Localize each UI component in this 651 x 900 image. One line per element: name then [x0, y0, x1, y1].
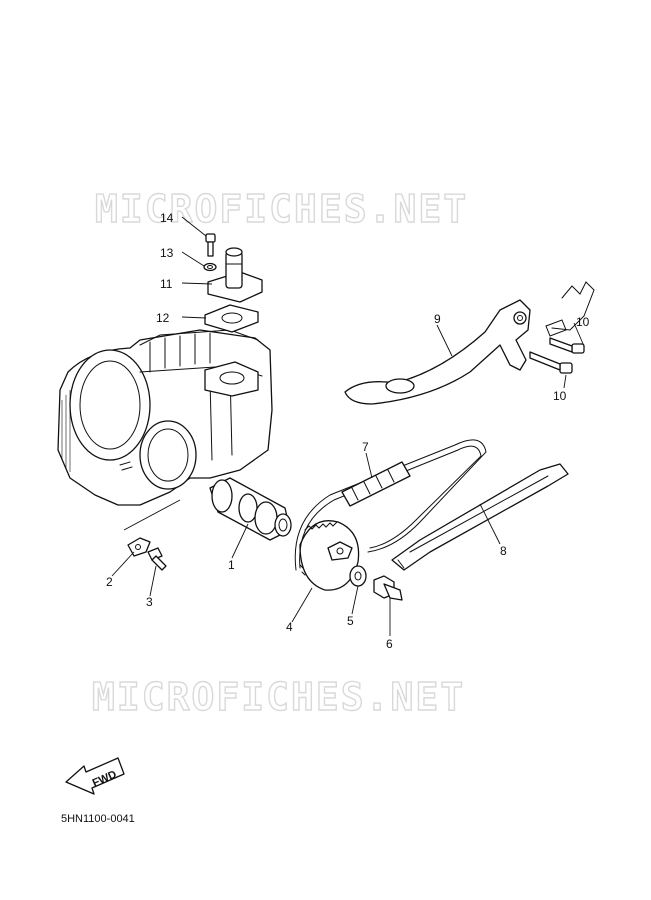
washer-5	[349, 565, 367, 587]
bolt-6	[373, 575, 403, 601]
callout-1: 1	[228, 558, 235, 572]
camshaft	[209, 477, 292, 541]
plate-2	[123, 499, 181, 557]
watermark-bottom: MICROFICHES.NET	[92, 675, 465, 719]
callout-10-upper: 10	[576, 315, 590, 329]
screw-3	[147, 547, 167, 571]
callout-10-lower: 10	[553, 389, 567, 403]
callout-13: 13	[160, 246, 174, 260]
bolt-14	[205, 233, 216, 257]
callout-14: 14	[160, 211, 174, 225]
callout-12: 12	[156, 311, 170, 325]
tensioner-guide	[344, 299, 531, 405]
diagram-code: 5HN1100-0041	[61, 813, 135, 825]
callout-7: 7	[362, 440, 369, 454]
callout-2: 2	[106, 575, 113, 589]
bolt-10-upper	[549, 337, 585, 354]
callout-4: 4	[286, 620, 293, 634]
callout-6: 6	[386, 637, 393, 651]
bracket	[545, 281, 595, 337]
callout-9: 9	[434, 312, 441, 326]
cam-sprocket	[299, 520, 360, 591]
chain-guide	[391, 463, 569, 571]
leader-lines	[111, 216, 585, 636]
tensioner-assembly	[207, 247, 263, 303]
bolt-10-lower	[529, 351, 573, 374]
fwd-arrow-icon: FWD	[65, 757, 125, 795]
cam-chain	[294, 439, 487, 571]
callout-5: 5	[347, 614, 354, 628]
washer-13	[203, 262, 217, 272]
callout-3: 3	[146, 595, 153, 609]
callout-11: 11	[160, 277, 173, 291]
engine-block	[57, 329, 273, 506]
tensioner-gasket	[204, 304, 259, 333]
watermark-top: MICROFICHES.NET	[95, 187, 468, 231]
callout-8: 8	[500, 544, 507, 558]
